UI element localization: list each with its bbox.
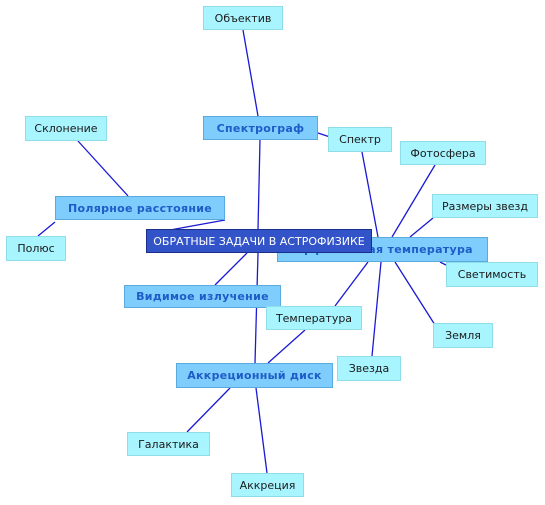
node-luminosity[interactable]: Светимость <box>446 262 538 287</box>
node-accretion-disk[interactable]: Аккреционный диск <box>176 363 333 388</box>
node-star[interactable]: Звезда <box>337 356 401 381</box>
link-temp-photosphere <box>391 164 436 238</box>
link-polar-declination <box>77 140 129 197</box>
node-spectrum[interactable]: Спектр <box>328 127 392 152</box>
node-galaxy[interactable]: Галактика <box>127 432 210 456</box>
node-earth[interactable]: Земля <box>433 323 493 348</box>
link-temp-starsizes <box>409 217 434 238</box>
link-accretiondisk-galaxy <box>186 387 231 433</box>
link-temp-temperature <box>334 261 369 307</box>
node-polar-distance[interactable]: Полярное расстояние <box>55 196 225 220</box>
link-temperature-accretiondisk <box>267 329 306 364</box>
link-root-spectrograph <box>257 139 261 230</box>
node-visible-radiation[interactable]: Видимое излучение <box>124 285 281 308</box>
node-accretion[interactable]: Аккреция <box>231 473 304 497</box>
node-star-sizes[interactable]: Размеры звезд <box>432 194 538 218</box>
link-spectrograph-objective <box>242 29 259 117</box>
link-polar-pole <box>37 221 56 237</box>
link-root-accretiondisk <box>254 252 259 364</box>
node-photosphere[interactable]: Фотосфера <box>400 141 486 165</box>
node-temperature[interactable]: Температура <box>266 306 362 330</box>
link-temp-star <box>371 261 382 357</box>
link-root-visible <box>214 252 248 286</box>
node-declination[interactable]: Склонение <box>25 116 107 141</box>
node-objective[interactable]: Объектив <box>203 6 283 30</box>
node-spectrograph[interactable]: Спектрограф <box>203 116 318 140</box>
link-temp-luminosity <box>439 261 447 266</box>
link-temp-spectrum <box>361 151 379 238</box>
link-temp-earth <box>394 261 436 326</box>
node-root[interactable]: ОБРАТНЫЕ ЗАДАЧИ В АСТРОФИЗИКЕ <box>146 229 372 253</box>
link-accretiondisk-accretion <box>255 387 268 474</box>
node-pole[interactable]: Полюс <box>6 236 66 261</box>
